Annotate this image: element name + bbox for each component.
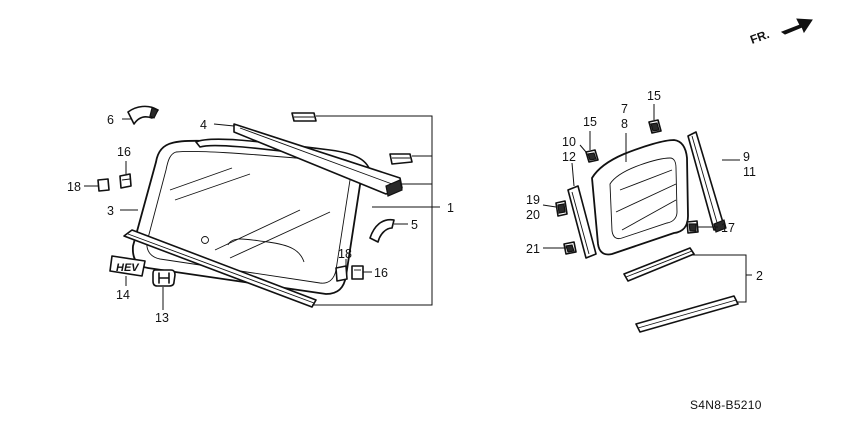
callout-13: 13 (155, 311, 169, 325)
callout-5: 5 (411, 218, 418, 232)
callout-15-left: 15 (583, 115, 597, 129)
clip-18-upper (97, 178, 110, 192)
front-arrow-icon (780, 18, 813, 35)
callout-6: 6 (107, 113, 114, 127)
hev-emblem: HEV (109, 255, 146, 277)
callout-11: 11 (743, 165, 756, 179)
svg-text:HEV: HEV (116, 262, 140, 274)
callout-3: 3 (107, 204, 114, 218)
lower-strip-upper (623, 247, 695, 282)
callout-12: 12 (562, 150, 576, 164)
callout-2: 2 (756, 269, 763, 283)
callout-15-right: 15 (647, 89, 661, 103)
callout-18-lower: 18 (338, 247, 352, 261)
pillar-molding-right (687, 131, 725, 231)
callout-9: 9 (743, 150, 750, 164)
callout-14: 14 (116, 288, 130, 302)
diagram-code: S4N8-B5210 (690, 398, 762, 412)
front-direction-indicator: FR. (748, 18, 813, 47)
clip-16-lower (351, 265, 364, 280)
honda-h-emblem (152, 269, 176, 287)
callout-19: 19 (526, 193, 540, 207)
callout-21: 21 (526, 242, 540, 256)
callout-16-upper: 16 (117, 145, 131, 159)
molding-clip-side (389, 153, 413, 165)
front-direction-label: FR. (748, 27, 771, 47)
callout-8: 8 (621, 117, 628, 131)
callout-10: 10 (562, 135, 576, 149)
callout-18-upper: 18 (67, 180, 81, 194)
callout-7: 7 (621, 102, 628, 116)
callout-1: 1 (447, 201, 454, 215)
corner-piece-6 (127, 105, 159, 125)
callout-4: 4 (200, 118, 207, 132)
corner-piece-5 (369, 218, 395, 243)
callout-20: 20 (526, 208, 540, 222)
callout-16-lower: 16 (374, 266, 388, 280)
quarter-glass (591, 139, 689, 256)
clip-16-upper (119, 173, 132, 189)
spoiler-end-cap (385, 179, 403, 197)
callout-17: 17 (721, 221, 735, 235)
clip-18-lower (335, 265, 348, 282)
